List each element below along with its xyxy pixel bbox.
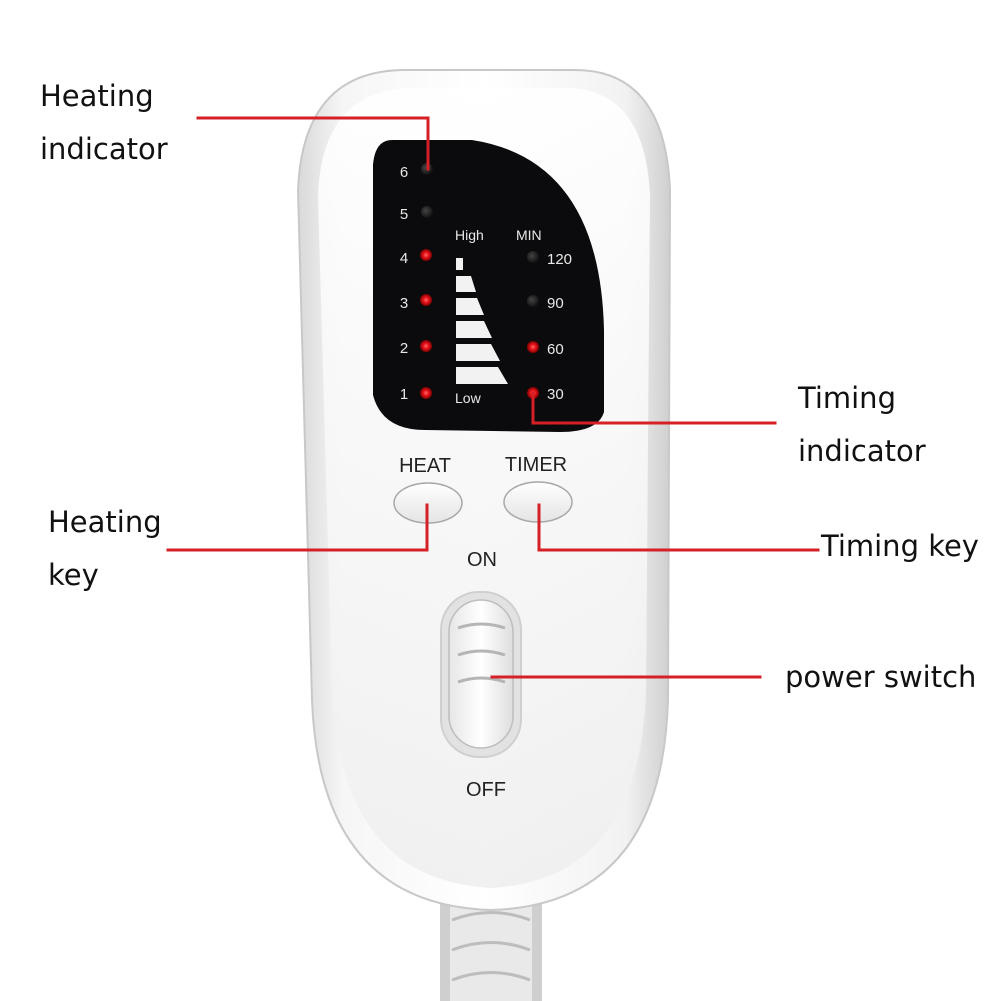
heat-level-2: 2 xyxy=(400,340,408,357)
heating-indicator-line2: indicator xyxy=(40,132,168,166)
heating-key-line2: key xyxy=(48,558,99,592)
heat-level-column: 6 5 4 3 2 1 xyxy=(400,163,433,403)
timing-key-callout: Timing key xyxy=(821,520,979,573)
heating-indicator-leader xyxy=(196,116,430,171)
heat-scale-wedge: High Low xyxy=(455,227,508,406)
power-switch-callout: power switch xyxy=(785,651,976,704)
off-label: OFF xyxy=(466,779,506,801)
timer-value-120: 120 xyxy=(547,251,572,268)
timing-key-label: Timing key xyxy=(821,529,979,563)
heat-key-label: HEAT xyxy=(399,455,451,477)
heat-led-1 xyxy=(420,387,432,399)
power-switch[interactable] xyxy=(448,599,514,749)
heat-level-6: 6 xyxy=(400,164,408,181)
timer-led-60 xyxy=(527,341,539,353)
timing-indicator-line1: Timing xyxy=(798,381,896,415)
min-label: MIN xyxy=(516,227,542,243)
timer-value-90: 90 xyxy=(547,295,564,312)
heat-level-5: 5 xyxy=(400,206,408,223)
heat-level-1: 1 xyxy=(400,386,408,403)
power-switch-label: power switch xyxy=(785,660,977,694)
timer-led-120 xyxy=(527,251,539,263)
timer-key-label: TIMER xyxy=(505,454,567,476)
high-label: High xyxy=(455,227,484,243)
heating-indicator-line1: Heating xyxy=(40,79,154,113)
leader-lines xyxy=(166,116,820,679)
heat-led-3 xyxy=(420,294,432,306)
low-label: Low xyxy=(455,390,482,406)
heat-level-4: 4 xyxy=(400,250,408,267)
heat-level-3: 3 xyxy=(400,295,408,312)
timing-indicator-callout: Timing indicator xyxy=(798,372,926,478)
timing-indicator-leader xyxy=(531,391,777,425)
timer-value-30: 30 xyxy=(547,386,564,403)
heat-led-4 xyxy=(420,249,432,261)
on-label: ON xyxy=(467,549,497,571)
heating-indicator-callout: Heating indicator xyxy=(40,70,168,176)
heating-key-leader xyxy=(166,503,429,552)
heating-key-line1: Heating xyxy=(48,505,162,539)
heat-led-2 xyxy=(420,340,432,352)
heat-led-5 xyxy=(421,206,433,218)
timer-led-90 xyxy=(527,295,539,307)
timer-value-60: 60 xyxy=(547,341,564,358)
timing-key-leader xyxy=(537,503,820,552)
heating-key-callout: Heating key xyxy=(48,496,162,602)
timing-indicator-line2: indicator xyxy=(798,434,926,468)
